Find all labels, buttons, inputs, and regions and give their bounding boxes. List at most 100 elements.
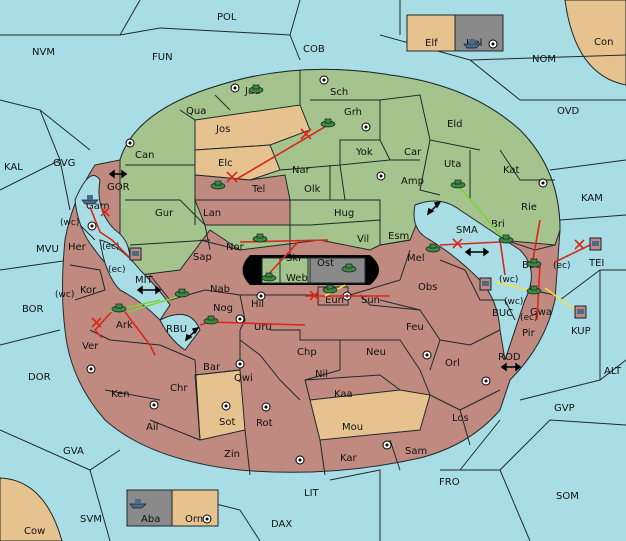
region-elf[interactable] xyxy=(406,14,456,52)
supply-centers xyxy=(86,39,548,524)
army-unit-icon[interactable] xyxy=(203,315,219,325)
supply-center xyxy=(230,83,240,93)
order-line xyxy=(544,287,579,313)
region-labels: POL FUN COB NVM NOM OVD KAL GVG KAM MVU … xyxy=(4,12,622,537)
label-eld: Eld xyxy=(447,119,462,130)
army-unit-icon[interactable] xyxy=(320,118,336,128)
label-rbu: RBU xyxy=(166,324,187,335)
label-sch: Sch xyxy=(330,87,348,98)
army-unit-icon[interactable] xyxy=(341,263,357,273)
fleet-unit-icon[interactable] xyxy=(129,499,147,509)
label-olk: Olk xyxy=(304,184,321,195)
supply-center xyxy=(538,178,548,188)
label-mel: Mel xyxy=(407,253,425,264)
label-fro: FRO xyxy=(439,477,460,488)
coast-ec-2: (ec) xyxy=(108,265,126,275)
failed-x-icon xyxy=(574,239,585,250)
supply-center xyxy=(235,359,245,369)
label-cob: COB xyxy=(303,44,325,55)
label-ail: Ail xyxy=(146,422,158,433)
army-unit-icon[interactable] xyxy=(174,288,190,298)
army-unit-icon[interactable] xyxy=(526,258,542,268)
label-sma: SMA xyxy=(456,225,478,236)
order-line xyxy=(264,239,301,279)
label-ark: Ark xyxy=(116,320,133,331)
fleet-unit-icon[interactable] xyxy=(479,277,492,291)
label-sun: Sun xyxy=(361,295,380,306)
fleet-unit-icon[interactable] xyxy=(129,247,142,261)
label-ken: Ken xyxy=(111,389,130,400)
label-ovd: OVD xyxy=(557,106,580,117)
supply-center xyxy=(235,314,245,324)
fleet-unit-icon[interactable] xyxy=(574,305,587,319)
label-kat: Kat xyxy=(503,165,520,176)
double-arrow-icon xyxy=(426,200,442,216)
coast-wc-2: (wc) xyxy=(55,290,74,300)
label-kor: Kor xyxy=(80,285,97,296)
double-arrow-icon xyxy=(136,285,162,295)
order-line xyxy=(89,206,131,259)
label-esm: Esm xyxy=(388,231,409,242)
supply-center xyxy=(202,514,212,524)
region-elc[interactable] xyxy=(194,144,281,181)
label-kal: KAL xyxy=(4,162,23,173)
army-unit-icon[interactable] xyxy=(450,179,466,189)
supply-center xyxy=(319,75,329,85)
army-unit-icon[interactable] xyxy=(111,303,127,313)
fleet-unit-icon[interactable] xyxy=(81,195,99,205)
army-unit-icon[interactable] xyxy=(210,180,226,190)
label-elc: Elc xyxy=(218,158,233,169)
label-hug: Hug xyxy=(334,208,354,219)
label-rod: ROD xyxy=(498,352,521,363)
label-nog: Nog xyxy=(213,303,233,314)
label-dor: DOR xyxy=(28,372,51,383)
order-line xyxy=(239,239,329,243)
label-gva: GVA xyxy=(63,446,84,457)
army-unit-icon[interactable] xyxy=(498,234,514,244)
supply-center xyxy=(87,221,97,231)
supply-center xyxy=(261,402,271,412)
region-mou[interactable] xyxy=(309,389,431,441)
army-unit-icon[interactable] xyxy=(248,84,264,94)
supply-center xyxy=(149,400,159,410)
army-unit-icon[interactable] xyxy=(261,272,277,282)
coast-ec-3: (ec) xyxy=(553,261,571,271)
order-line xyxy=(499,239,506,276)
label-gvg: GVG xyxy=(53,158,75,169)
label-gwa: Gwa xyxy=(530,307,552,318)
label-hil: Hil xyxy=(251,299,264,310)
label-kaa: Kaa xyxy=(334,389,353,400)
label-can: Can xyxy=(135,150,154,161)
label-chp: Chp xyxy=(297,347,317,358)
army-unit-icon[interactable] xyxy=(526,285,542,295)
label-skr: Skr xyxy=(286,253,303,264)
label-eun: Eun xyxy=(325,295,344,306)
coast-ec-1: (ec) xyxy=(102,242,120,252)
army-unit-icon[interactable] xyxy=(425,243,441,253)
failed-x-icon xyxy=(452,238,463,249)
region-skr[interactable] xyxy=(279,257,309,284)
failed-markers xyxy=(91,128,585,328)
label-elf: Elf xyxy=(425,38,438,49)
label-buc: BUC xyxy=(492,308,513,319)
label-gvp: GVP xyxy=(554,403,575,414)
label-uta: Uta xyxy=(444,159,461,170)
label-jos: Jos xyxy=(215,124,230,135)
supply-center xyxy=(86,364,96,374)
sea-rbu[interactable] xyxy=(159,313,201,351)
double-arrow-icon xyxy=(500,362,522,372)
label-her: Her xyxy=(68,242,87,253)
army-unit-icon[interactable] xyxy=(322,284,338,294)
supply-center xyxy=(422,350,432,360)
supply-center xyxy=(481,376,491,386)
fleet-unit-icon[interactable] xyxy=(589,237,602,251)
label-gor: GOR xyxy=(107,182,130,193)
army-unit-icon[interactable] xyxy=(252,233,268,243)
label-cow: Cow xyxy=(24,526,45,537)
fleet-unit-icon[interactable] xyxy=(463,39,481,49)
region-orn[interactable] xyxy=(171,489,219,527)
label-qua: Qua xyxy=(186,106,206,117)
label-lan: Lan xyxy=(203,208,221,219)
label-feu: Feu xyxy=(406,322,424,333)
label-vil: Vil xyxy=(357,234,369,245)
